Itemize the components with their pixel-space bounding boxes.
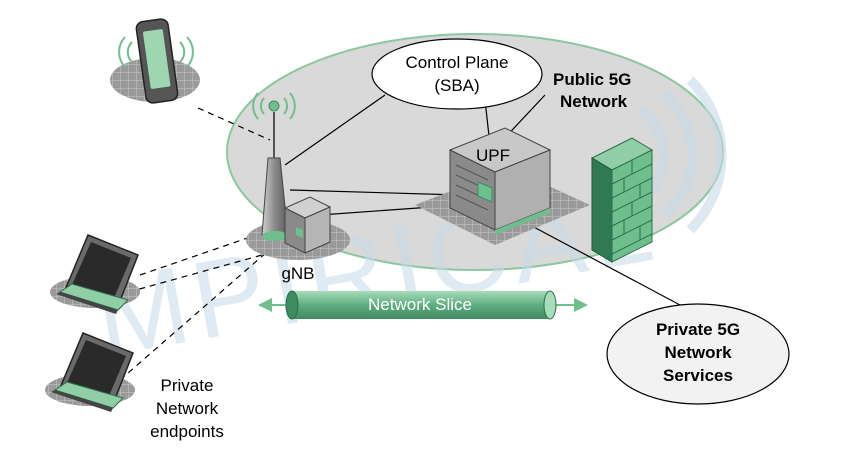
upf-label: UPF: [476, 146, 510, 165]
private-services-label-line1: Private 5G: [656, 320, 740, 339]
private-services-node: [606, 303, 790, 405]
public-network-label-line2: Network: [560, 92, 628, 111]
upf-server-icon: [415, 127, 590, 245]
network-slice-label: Network Slice: [368, 295, 472, 314]
laptop-icon-1: [50, 234, 140, 314]
wireless-links: [117, 107, 281, 381]
gnb-label: gNB: [281, 264, 314, 283]
private-services-label-line2: Network: [664, 343, 732, 362]
network-slice-tube: [258, 290, 588, 320]
endpoints-label-line2: Network: [156, 399, 219, 418]
gnb-base-station-icon: [246, 92, 350, 260]
control-plane-label-line2: (SBA): [434, 76, 479, 95]
control-plane-label-line1: Control Plane: [405, 53, 508, 72]
control-plane-node: [371, 38, 543, 110]
smartphone-icon: [110, 18, 200, 104]
endpoints-label-line3: endpoints: [150, 422, 224, 441]
private-services-label-line3: Services: [663, 366, 733, 385]
firewall-icon: [590, 137, 654, 263]
public-network-label-line1: Public 5G: [553, 70, 631, 89]
laptop-icon-2: [45, 332, 135, 412]
endpoints-label-line1: Private: [161, 376, 214, 395]
